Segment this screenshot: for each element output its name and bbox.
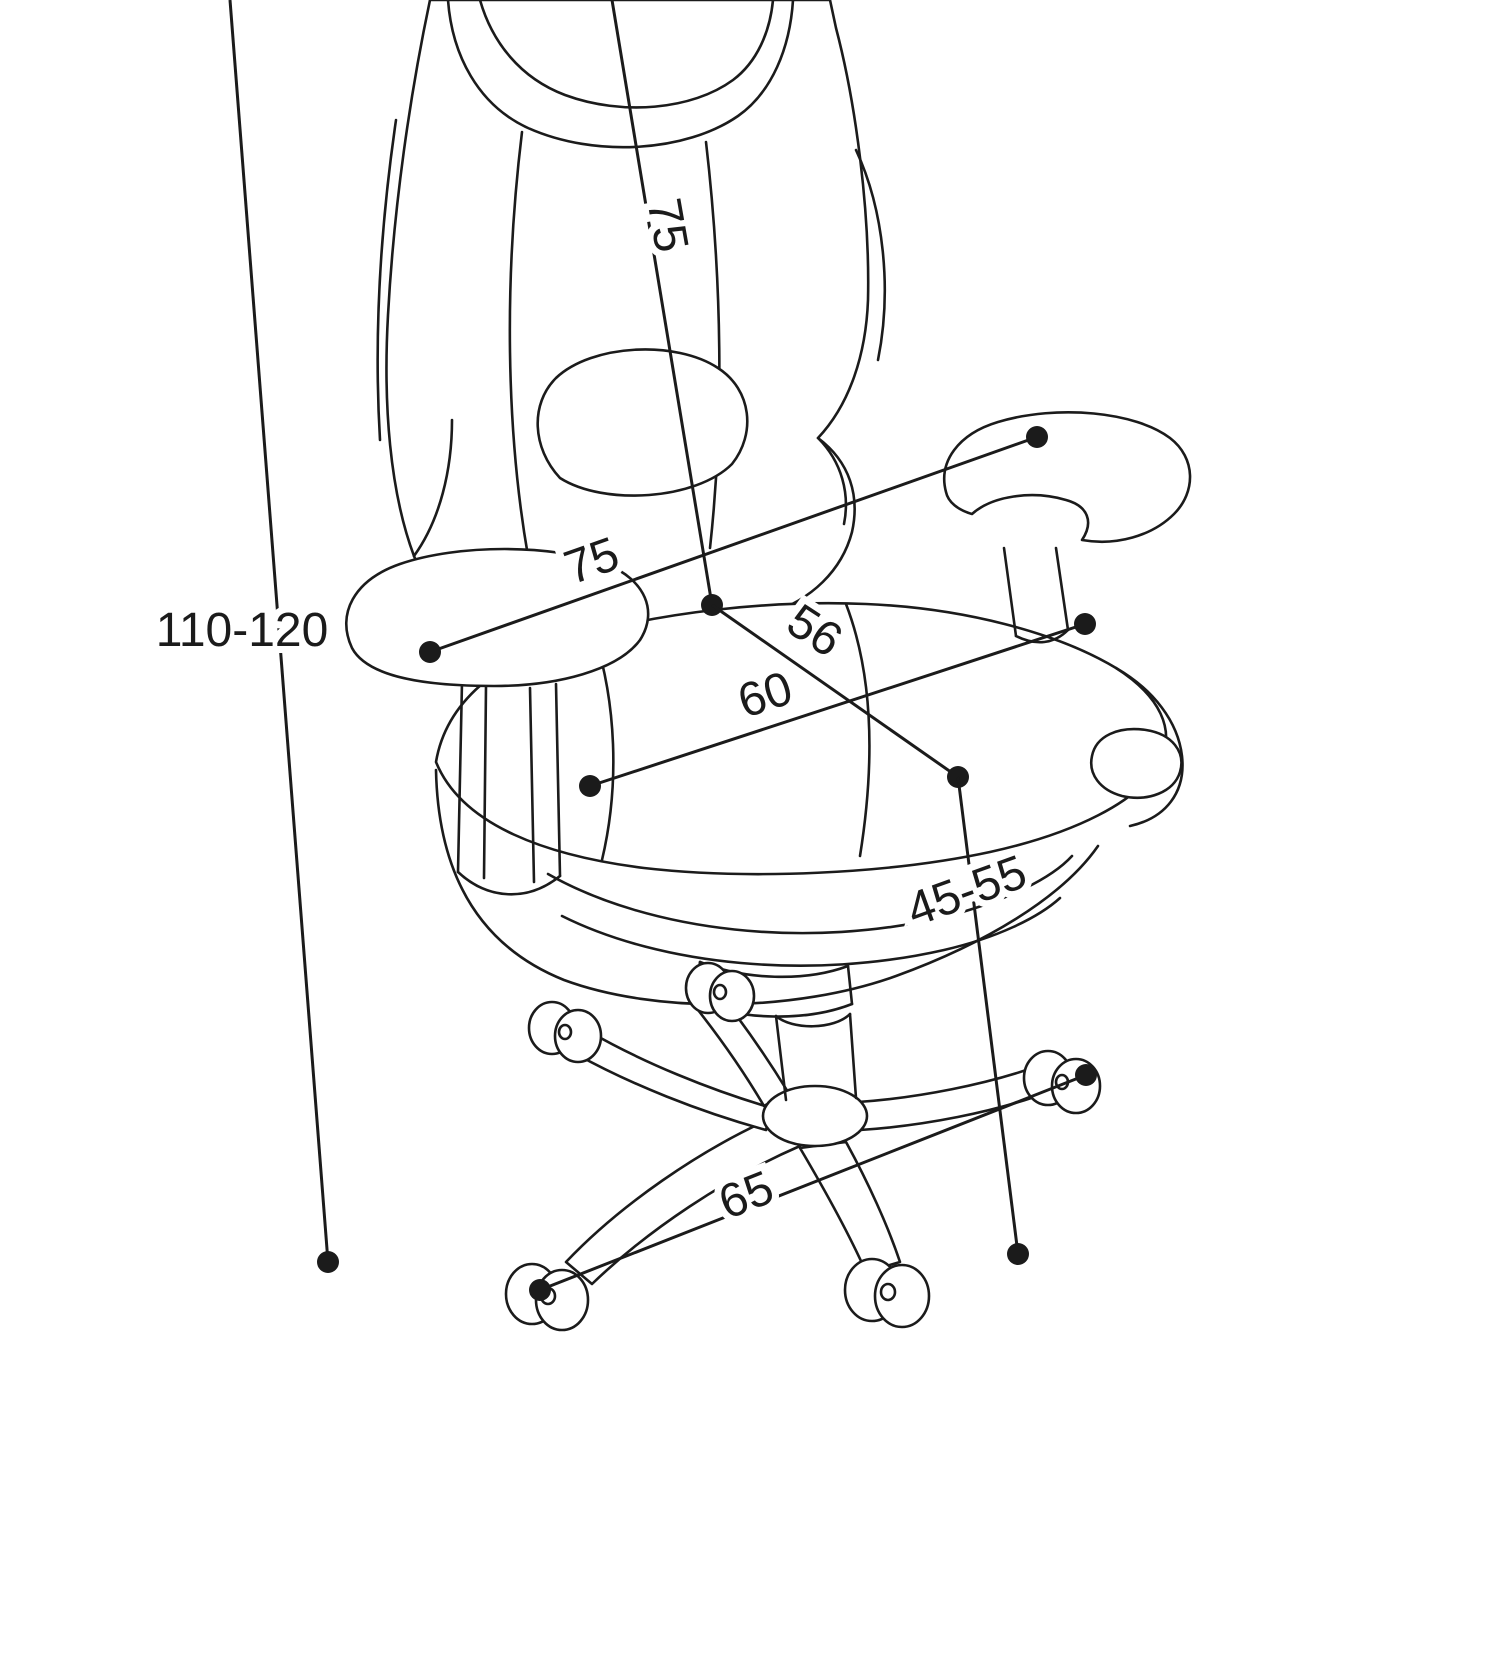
gas-lift [774, 1014, 788, 1102]
caster-wheel [843, 1257, 931, 1329]
right-bolster [1114, 666, 1184, 828]
dimension-endpoint [579, 775, 601, 797]
underseat-mechanism [846, 964, 854, 1006]
dimension-endpoint [1075, 1064, 1097, 1086]
seat-seam-right [844, 602, 871, 858]
dimension-endpoint [529, 1279, 551, 1301]
backrest-edge-left [376, 118, 398, 442]
dimension-endpoint [1026, 426, 1048, 448]
chair-illustration [344, 0, 1192, 1332]
left-armrest-post [528, 686, 536, 884]
dimension-line [711, 603, 959, 779]
dimension-overall-height: 110-120 [149, 0, 339, 1273]
gas-lift-collar [774, 1012, 852, 1028]
left-armrest-post [482, 684, 488, 880]
headrest-seam [478, 0, 775, 109]
base-leg [856, 1064, 1050, 1132]
lumbar-pillow [536, 348, 749, 497]
dimension-label-overall-height: 110-120 [156, 604, 329, 657]
left-armrest-post [554, 682, 562, 878]
dimension-base-width: 65 [529, 1064, 1097, 1301]
underseat-footrest-bar [560, 896, 1062, 967]
base-hub [761, 1084, 869, 1148]
dimension-line [956, 776, 1020, 1255]
caster-wheel [684, 961, 756, 1023]
right-armrest-pad [943, 410, 1192, 544]
backrest-wing-fold [816, 436, 848, 526]
dimension-endpoint [419, 641, 441, 663]
backrest-seam-left [508, 130, 530, 558]
base-leg [798, 1140, 902, 1274]
caster-wheel [527, 1000, 603, 1064]
left-armrest-post [456, 680, 464, 874]
left-armrest-bracket [456, 870, 562, 896]
headrest-pillow [446, 0, 795, 149]
dimension-endpoint [1074, 613, 1096, 635]
dimension-endpoint [1007, 1243, 1029, 1265]
dimension-line [589, 622, 1086, 788]
right-armrest-post [1002, 546, 1018, 638]
right-armrest-bracket [1014, 628, 1070, 644]
base-leg [564, 1116, 802, 1286]
dimension-line [539, 1073, 1087, 1292]
dimension-line [429, 435, 1038, 654]
dimension-label-backrest-height: 75 [637, 194, 698, 256]
backrest-seam-right [704, 140, 721, 550]
dimension-endpoint [317, 1251, 339, 1273]
dimension-line [228, 0, 330, 1263]
footrest-bracket [1089, 727, 1183, 799]
backrest-wing-right [854, 148, 887, 362]
backrest-edge-inner [412, 418, 454, 558]
underseat-footrest-bar [546, 854, 1074, 935]
gas-lift [848, 1012, 858, 1100]
right-armrest-post [1054, 546, 1070, 632]
dimension-line [610, 0, 714, 606]
